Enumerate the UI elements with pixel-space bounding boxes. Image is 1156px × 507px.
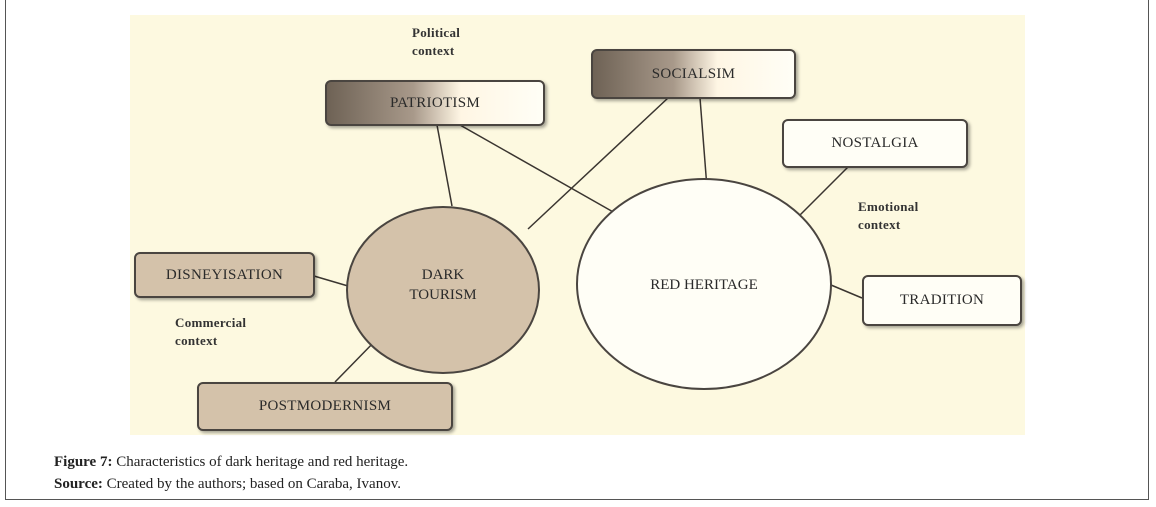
node-label: TOURISM	[409, 287, 477, 303]
node-label: POSTMODERNISM	[258, 398, 392, 414]
figure-caption: Figure 7: Characteristics of dark herita…	[54, 454, 408, 471]
context-line: Political	[412, 25, 461, 40]
link-socialsim-red-heritage	[699, 97, 708, 189]
patriotism-node: PATRIOTISM	[325, 80, 545, 126]
tradition-node: TRADITION	[862, 275, 1022, 326]
link-patriotism-dark-tourism	[436, 124, 453, 207]
disneyisation-node: DISNEYISATION	[134, 252, 315, 298]
political-context-label: Political context	[412, 24, 460, 60]
figure-label: Figure 7:	[54, 454, 113, 470]
node-label: TRADITION	[899, 292, 985, 308]
source-caption: Source: Created by the authors; based on…	[54, 476, 401, 493]
nostalgia-node: NOSTALGIA	[782, 119, 968, 168]
source-label: Source:	[54, 476, 103, 492]
context-line: Commercial	[175, 315, 247, 330]
socialsim-node: SOCIALSIM	[591, 49, 796, 99]
node-label: RED HERITAGE	[650, 277, 758, 293]
source-text: Created by the authors; based on Caraba,…	[102, 476, 401, 492]
link-patriotism-red-heritage	[459, 124, 616, 214]
node-label: DISNEYISATION	[165, 266, 284, 283]
figure-frame	[5, 0, 1149, 500]
emotional-context-label: Emotional context	[858, 198, 918, 234]
red-heritage-label: RED HERITAGE	[604, 275, 804, 295]
diagram-panel	[130, 15, 1025, 435]
node-label: SOCIALSIM	[651, 65, 736, 82]
context-line: Emotional	[858, 199, 919, 214]
figure-text: Characteristics of dark heritage and red…	[112, 454, 409, 470]
link-socialsim-dark-tourism	[527, 97, 669, 230]
dark-tourism-label: DARK TOURISM	[383, 265, 503, 305]
node-label: DARK	[421, 267, 465, 283]
node-label: PATRIOTISM	[390, 94, 480, 111]
node-label: NOSTALGIA	[831, 135, 919, 151]
link-nostalgia-red-heritage	[799, 166, 849, 216]
link-tradition-red-heritage	[830, 284, 863, 299]
dark-tourism-node	[346, 206, 540, 374]
postmodernism-node: POSTMODERNISM	[197, 382, 453, 431]
red-heritage-node	[576, 178, 832, 390]
context-line: context	[412, 43, 455, 58]
context-line: context	[175, 333, 218, 348]
link-disneyisation-dark-tourism	[313, 275, 349, 287]
commercial-context-label: Commercial context	[175, 314, 246, 350]
context-line: context	[858, 217, 901, 232]
